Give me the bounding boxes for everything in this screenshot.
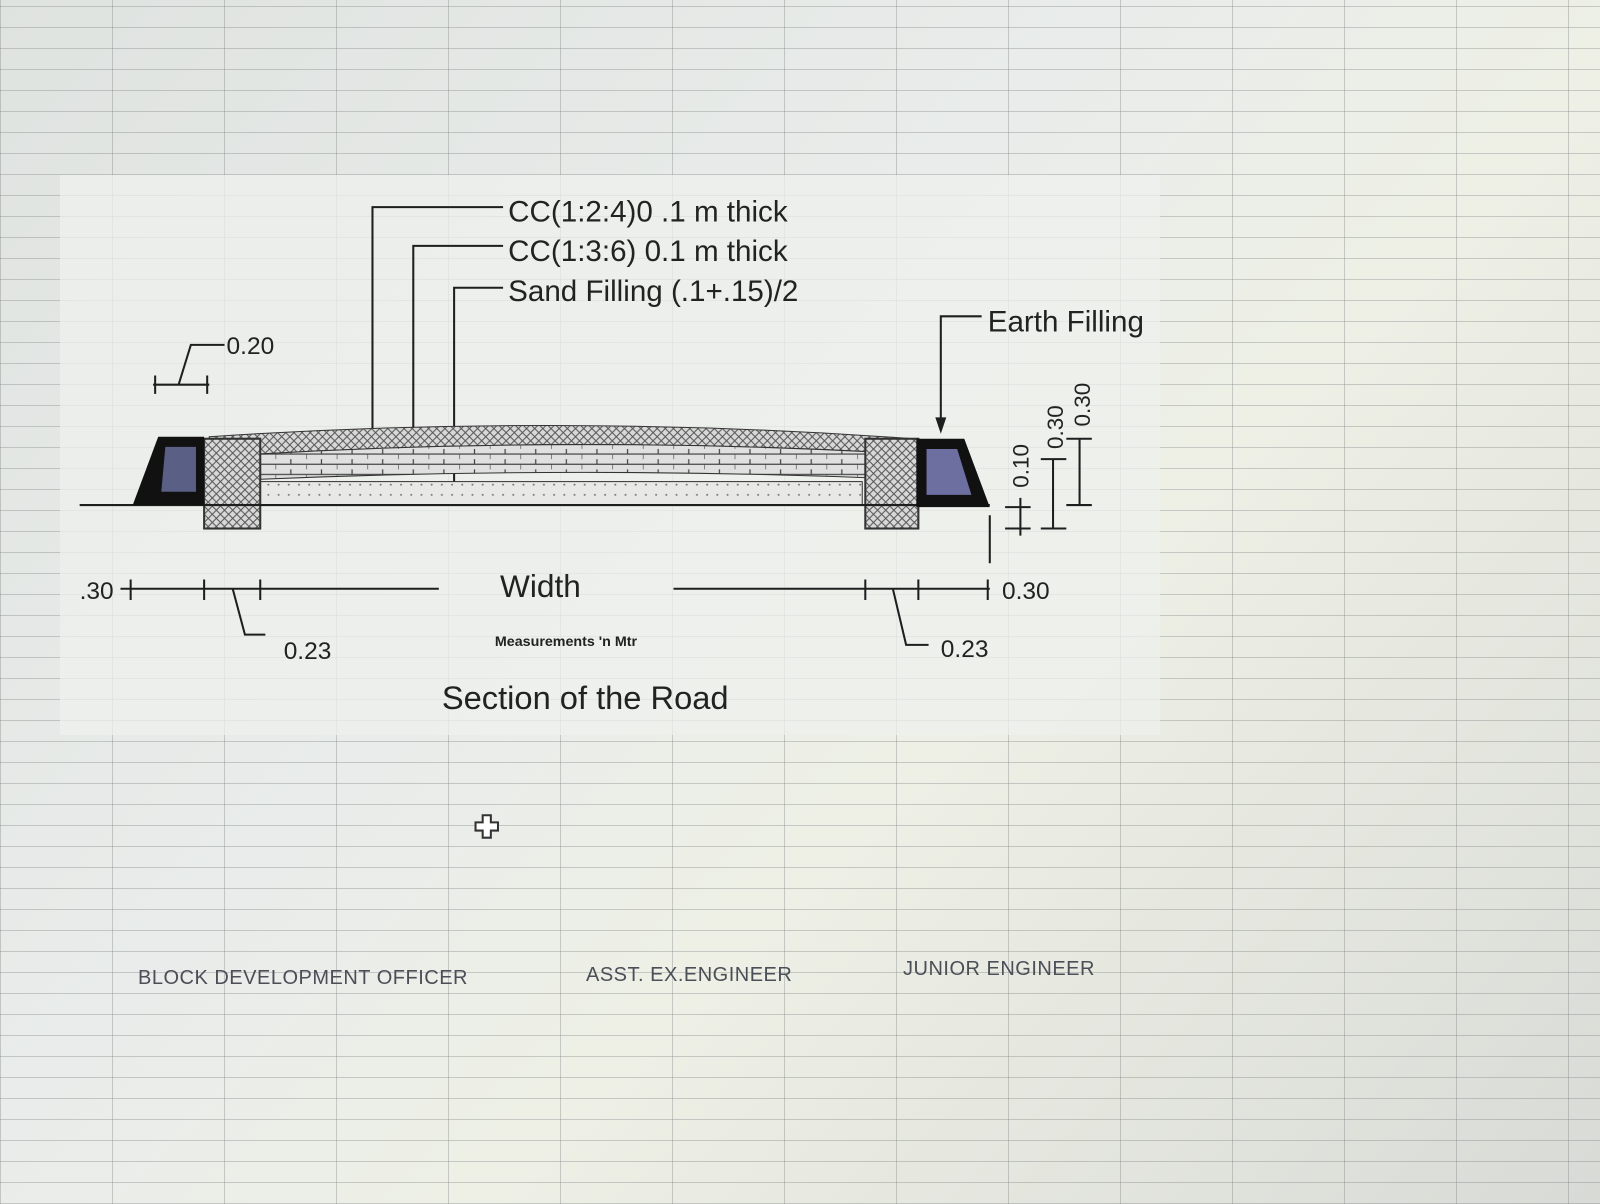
label-cc-136: CC(1:3:6) 0.1 m thick [508,235,788,268]
dim-v-010: 0.10 [1009,444,1034,488]
cell-cursor-icon [474,814,499,839]
signature-bdo: BLOCK DEVELOPMENT OFFICER [138,967,468,989]
measurement-note: Measurements 'n Mtr [495,634,638,650]
dim-right-30: 0.30 [1002,578,1050,605]
label-sand-filling: Sand Filling (.1+.15)/2 [508,275,798,308]
dim-v-030a: 0.30 [1043,405,1068,449]
label-width: Width [500,568,581,604]
sand-filling-layer [259,481,863,506]
signature-je: JUNIOR ENGINEER [903,958,1095,980]
road-layers [79,424,990,530]
dimension-lines [120,343,1092,646]
dim-left-30: .30 [80,578,114,605]
signature-aee: ASST. EX.ENGINEER [586,964,793,986]
dim-left-23: 0.23 [284,638,332,665]
right-foundation [864,437,920,530]
dim-right-23: 0.23 [941,636,989,663]
leader-lines [371,206,982,506]
drawing-title: Section of the Road [442,679,729,716]
label-cc-124: CC(1:2:4)0 .1 m thick [508,195,788,228]
dim-0-20: 0.20 [227,333,275,360]
left-foundation [203,437,262,530]
label-earth-filling: Earth Filling [988,306,1144,339]
dim-v-030b: 0.30 [1070,383,1095,427]
